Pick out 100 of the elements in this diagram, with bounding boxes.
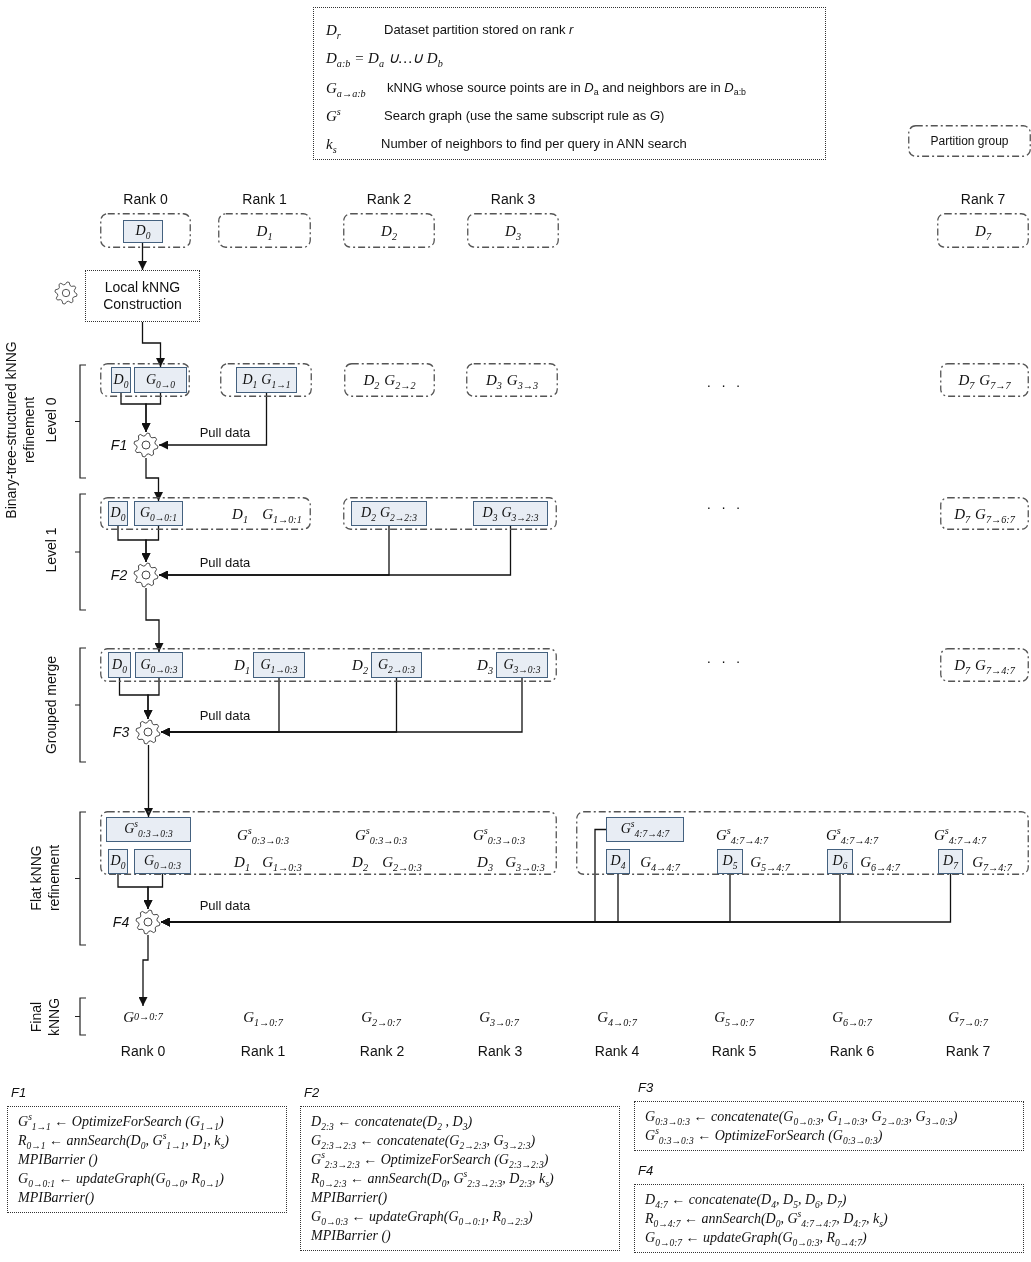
math-label: G$_{3→2:3}$ [501,505,539,522]
math-label: D$_{3}$ [485,371,502,389]
math-label: D$_{0}$ [110,853,126,870]
math-label: G$_{3→0:7}$ [479,1008,519,1026]
math-symbol: D$_{r}$ [326,21,341,39]
math-label: G$_{3→0:3}$ [503,656,541,674]
code-line: G$^{s}$$_{2:3→2:3}$ ← OptimizeForSearch (G$_{2:3→2:3}$) [311,1150,550,1169]
math-label: G$_{5→4:7}$ [750,853,790,871]
math-label: G$_{3→3}$ [506,371,539,389]
arrow [158,525,512,580]
code-line: R$_{0→4:7}$ ← annSearch(D$_{0}$, G$^{s}$$_{4:7→4:7}$, D$_{4:7}$, k$_{s}$) [645,1209,889,1228]
math-label: D$_{7}$ [975,221,991,240]
partition-group [937,213,1029,248]
math-label: G$_{6→0:7}$ [832,1008,872,1026]
data-box [106,817,191,842]
math-label: G$_{7→4:7}$ [975,656,1015,674]
partition-group [100,213,191,248]
partition-group [576,811,1029,875]
math-symbol: G$_{a→a:b}$ [326,79,366,97]
partition-group [344,363,435,397]
partition-group [466,363,558,397]
rank-label: Rank 3 [490,191,536,209]
code-line: MPIBarrier () [18,1151,99,1169]
partition-group [343,213,435,248]
arrow [144,744,153,818]
math-label: G$_{0→0:1}$ [139,505,178,522]
math-label: D$_{6}$ [832,853,848,870]
math-label: G$_{2→2}$ [384,371,416,389]
math-label: G$_{1→0:3}$ [260,656,298,674]
math-label: G$_{2→0:7}$ [361,1008,401,1026]
code-line: MPIBarrier() [18,1189,96,1207]
math-label: D$_{5}$ [722,853,738,870]
rank-label: Rank 3 [477,1043,523,1061]
definition-text: Dataset partition stored on rank r [384,21,574,39]
partition-group [343,497,557,530]
definition-text: Number of neighbors to find per query in ANN search [381,135,687,153]
ellipsis: · · · [706,377,744,395]
section-label: Flat kNNG refinement [27,843,62,914]
panel-heading: F2 [304,1085,320,1100]
math-label: G$_{7→7}$ [979,371,1011,389]
code-line: R$_{0→2:3}$ ← annSearch(D$_{0}$, G$^{s}$$_{2:3→2:3}$, D$_{2:3}$, k$_{s}$) [311,1169,555,1188]
code-line: D$_{4:7}$ ← concatenate(D$_{4}$, D$_{5}$, D$_{6}$, D$_{7}$) [645,1191,848,1209]
math-label: G$_{1→1}$ [261,371,291,389]
partition-group [100,363,190,397]
partition-group [940,363,1029,397]
partition-group [100,811,557,875]
code-line: MPIBarrier() [311,1189,389,1207]
data-box [135,652,183,678]
section-label: Level 0 [43,397,61,443]
math-label: G$_{2→2:3}$ [379,505,417,522]
math-label: D$_{1}$ [234,656,250,674]
step-label: F4 [112,914,130,930]
panel-heading: F4 [638,1163,654,1178]
math-label: G$_{4→4:7}$ [640,853,680,871]
definition-text: Search graph (use the same subscript rule as G) [384,107,665,125]
math-label: G$_{3→0:3}$ [505,853,545,871]
code-line: D$_{2:3}$ ← concatenate(D$_{2}$ , D$_{3}$) [311,1113,474,1131]
math-label: D$_{1}$ [232,505,248,523]
partition-group [467,213,559,248]
gear-icon [135,909,161,935]
math-label: D$_{7}$ [954,656,971,674]
rank-label: Rank 5 [711,1043,757,1061]
math-label: D$_{2}$ [361,505,376,522]
math-label: G$_{7→6:7}$ [975,504,1015,523]
math-label: G$_{2→0:3}$ [382,853,422,871]
rank-label: Rank 2 [359,1043,405,1061]
data-box [134,367,187,393]
rank-label: Rank 1 [242,191,287,209]
arrow [158,392,268,450]
section-label: Grouped merge [43,655,61,755]
math-label: D$_{3}$ [505,221,521,240]
arrow [145,457,163,502]
math-label: G$_{2→0:3}$ [377,656,416,674]
data-box [717,849,743,874]
code-line: R$_{0→1}$ ← annSearch(D$_{0}$, G$^{s}$$_{1→1}$, D$_{1}$, k$_{s}$) [18,1131,230,1150]
code-line: G$_{2:3→2:3}$ ← concatenate(G$_{2→2:3}$, G$_{3→2:3}$) [311,1132,537,1150]
math-label: D$_{7}$ [943,853,958,870]
data-box [606,817,684,842]
step-label: F3 [112,724,130,740]
code-line: G$_{0:3→0:3}$ ← concatenate(G$_{0→0:3}$, G$_{1→0:3}$, G$_{2→0:3}$, G$_{3→0:3}$) [645,1108,959,1126]
math-label: G$_{7→0:7}$ [948,1008,988,1026]
math-label: D$_{7}$ [958,371,975,389]
definition-text: kNNG whose source points are in D$_{a}$ and neighbors are in D$_{a:b}$ [387,79,746,97]
section-label: Level 1 [43,527,61,573]
arrow [141,525,160,563]
arrow [138,242,147,271]
data-box [253,652,305,678]
rank-label: Rank 2 [366,191,412,209]
code-line: G$_{0→0:3}$ ← updateGraph(G$_{0→0:1}$, R$_{0→2:3}$) [311,1208,534,1226]
data-box [134,849,191,874]
code-line: G$_{0→0:7}$ ← updateGraph(G$_{0→0:3}$, R$_{0→4:7}$) [645,1229,868,1247]
data-box [123,220,163,243]
data-box [371,652,422,678]
rank-label: Rank 7 [945,1043,991,1061]
partition-group [940,648,1029,682]
math-label: D$_{2}$ [352,656,368,674]
arrow [138,934,149,1007]
math-label: D$_{7}$ [954,504,971,523]
rank-label: Rank 0 [120,1043,166,1061]
ellipsis: · · · [706,499,744,517]
